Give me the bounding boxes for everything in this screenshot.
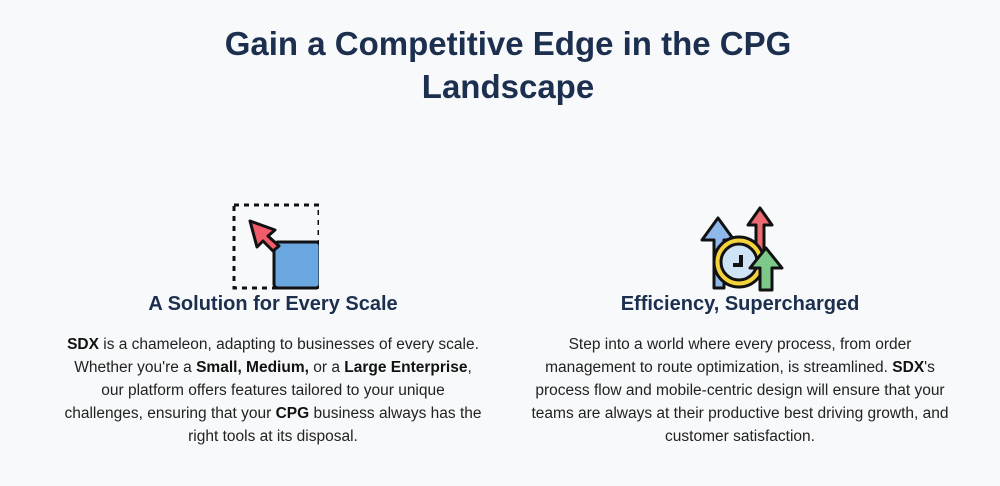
bold-text: Small, Medium, [196,359,309,376]
bold-text: SDX [892,359,925,376]
feature-efficiency: Efficiency, Supercharged Step into a wor… [520,200,960,448]
efficiency-clock-arrows-icon [700,206,784,292]
feature-description: Step into a world where every process, f… [530,333,950,448]
page-title: Gain a Competitive Edge in the CPG Lands… [224,25,792,105]
scale-resize-icon [232,203,319,290]
feature-heading: A Solution for Every Scale [148,293,398,315]
text-segment: or a [308,359,345,376]
text-segment: is a chameleon, adapting to businesses o… [74,336,479,376]
bold-text: Large Enterprise [344,359,468,376]
text-segment: , our platform offers features tailored … [64,359,472,422]
bold-text: CPG [275,405,310,422]
bold-text: SDX [67,336,99,353]
feature-heading: Efficiency, Supercharged [620,293,860,315]
text-segment: 's process flow and mobile-centric desig… [531,359,949,445]
text-segment: business always has the right tools at i… [188,405,482,445]
feature-scale: A Solution for Every Scale SDX is a cham… [53,200,493,448]
feature-description: SDX is a chameleon, adapting to business… [63,333,483,448]
text-segment: Step into a world where every process, f… [545,336,912,376]
